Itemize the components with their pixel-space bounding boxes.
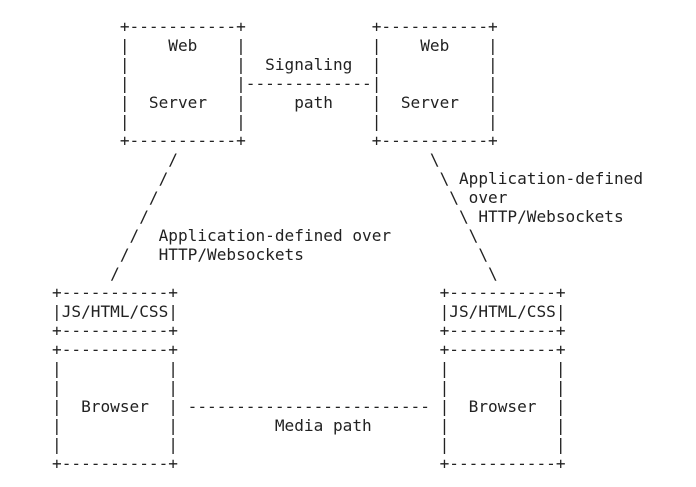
browser-box-row: | | | | (52, 378, 566, 397)
left-connector-label-row-1: / Application-defined over \ (52, 226, 479, 245)
server-label-row: | Server | path | Server | (52, 93, 498, 112)
browser-label-media-line-row: | Browser | ------------------------- | … (52, 397, 566, 416)
right-connector-label-row-1: / \ Application-defined (52, 169, 644, 188)
connector-line-row: / \ (52, 264, 498, 283)
web-server-box-row: | | | | (52, 112, 498, 131)
browser-box-row: | | | | (52, 435, 566, 454)
web-server-box-top-border: +-----------+ +-----------+ (52, 17, 498, 36)
js-html-css-box-top-border: +-----------+ +-----------+ (52, 283, 566, 302)
signaling-label-row: | | Signaling | | (52, 55, 498, 74)
browser-box-bottom-border: +-----------+ +-----------+ (52, 454, 566, 473)
browser-box-row: | | | | (52, 359, 566, 378)
web-server-box-bottom-border: +-----------+ +-----------+ (52, 131, 498, 150)
js-html-css-label-row: |JS/HTML/CSS| |JS/HTML/CSS| (52, 302, 566, 321)
left-connector-label-row-2: / HTTP/Websockets \ (52, 245, 489, 264)
signaling-path-line-row: | |-------------| | (52, 74, 498, 93)
js-html-css-box-bottom-border: +-----------+ +-----------+ (52, 321, 566, 340)
connector-line-row: / \ (52, 150, 440, 169)
ascii-diagram: +-----------+ +-----------+ | Web | | We… (52, 17, 643, 473)
media-path-label-row: | | Media path | | (52, 416, 566, 435)
right-connector-label-row-3: / \ HTTP/Websockets (52, 207, 624, 226)
right-connector-label-row-2: / \ over (52, 188, 508, 207)
browser-box-top-border: +-----------+ +-----------+ (52, 340, 566, 359)
web-server-label-row: | Web | | Web | (52, 36, 498, 55)
